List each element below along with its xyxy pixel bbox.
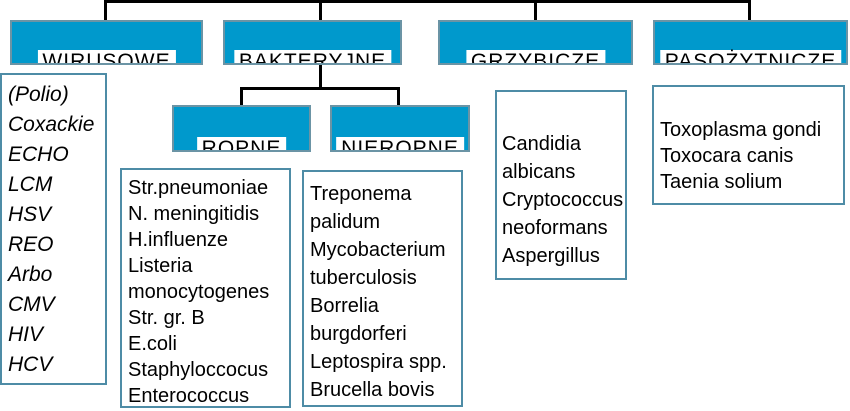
node-wirusowe: WIRUSOWE — [10, 20, 203, 65]
list-nieropne-pathogens: Treponema palidum Mycobacterium tubercul… — [302, 170, 463, 407]
node-pasozytnicze: PASOŻYTNICZE — [653, 20, 848, 65]
connector-drop-bakteryjne — [319, 0, 322, 20]
connector-drop-nieropne — [397, 87, 400, 105]
node-ropne: ROPNE — [172, 105, 311, 152]
connector-stub-bakteryjne — [319, 65, 322, 90]
node-nieropne-label: NIEROPNE — [336, 137, 464, 150]
node-pasozytnicze-label: PASOŻYTNICZE — [659, 50, 842, 63]
connector-drop-wirusowe — [104, 0, 107, 20]
node-bakteryjne: BAKTERYJNE — [223, 20, 402, 65]
list-wirusowe-pathogens: (Polio) Coxackie ECHO LCM HSV REO Arbo C… — [0, 73, 107, 385]
connector-drop-pasozytnicze — [748, 0, 751, 20]
node-wirusowe-label: WIRUSOWE — [37, 50, 176, 63]
connector-top-horizontal — [104, 0, 751, 3]
list-ropne-pathogens: Str.pneumoniae N. meningitidis H.influen… — [120, 168, 291, 408]
connector-drop-ropne — [240, 87, 243, 105]
node-bakteryjne-label: BAKTERYJNE — [233, 50, 392, 63]
node-grzybicze: GRZYBICZE — [438, 20, 633, 65]
node-grzybicze-label: GRZYBICZE — [465, 50, 606, 63]
node-ropne-label: ROPNE — [196, 137, 287, 150]
list-pasozytnicze-pathogens: Toxoplasma gondi Toxocara canis Taenia s… — [652, 85, 845, 205]
list-grzybicze-pathogens: Candidia albicans Cryptococcus neoforman… — [495, 90, 627, 280]
connector-drop-grzybicze — [534, 0, 537, 20]
node-nieropne: NIEROPNE — [330, 105, 470, 152]
connector-mid-horizontal — [240, 87, 400, 90]
